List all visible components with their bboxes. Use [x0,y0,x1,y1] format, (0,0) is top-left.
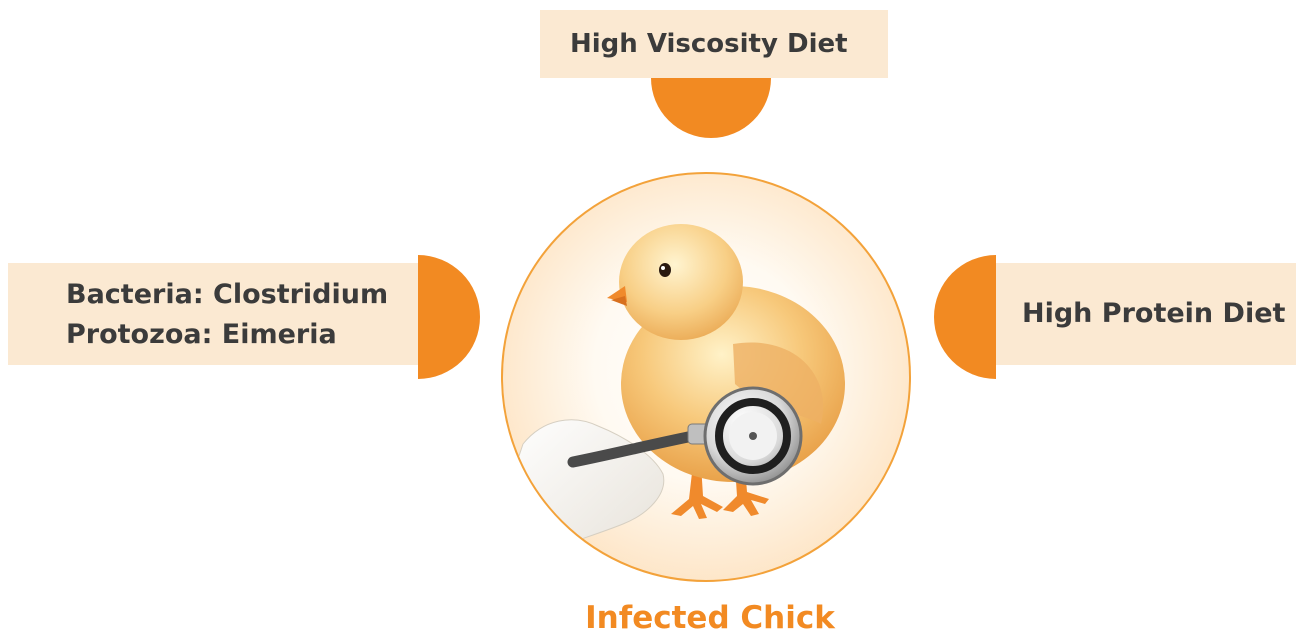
factor-box-high-protein-diet: High Protein Diet [996,263,1296,365]
chick-head [619,224,743,340]
left-connector-semicircle [418,255,480,379]
factor-box-high-viscosity-diet: High Viscosity Diet [540,10,888,78]
factor-label-protozoa: Protozoa: Eimeria [66,315,418,355]
factor-label-high-viscosity-diet: High Viscosity Diet [570,10,888,78]
chick-eye [659,263,671,277]
gloved-hand [503,420,664,564]
center-hub-circle [501,172,911,582]
top-connector-semicircle [651,78,771,138]
factor-label-bacteria: Bacteria: Clostridium [66,275,418,315]
center-caption: Infected Chick [520,598,900,638]
chick-with-stethoscope-illustration [503,174,911,582]
right-connector-semicircle [934,255,996,379]
factor-label-high-protein-diet: High Protein Diet [1022,263,1296,365]
factor-box-pathogens: Bacteria: Clostridium Protozoa: Eimeria [8,263,418,365]
